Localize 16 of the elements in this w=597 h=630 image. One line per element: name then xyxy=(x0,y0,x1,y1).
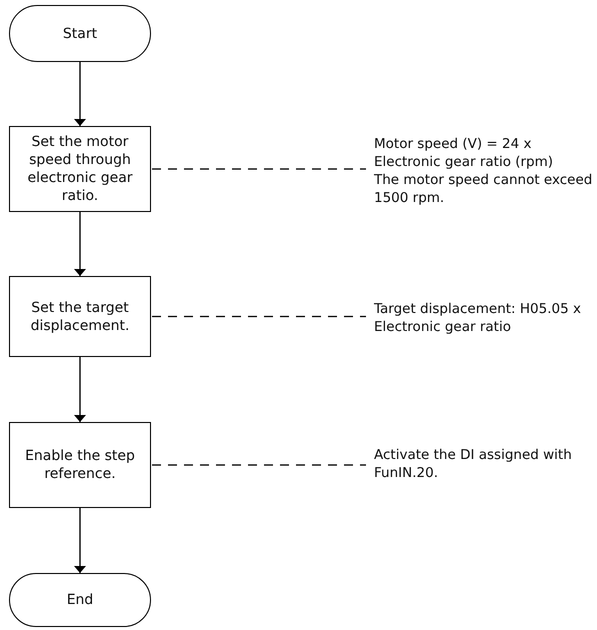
annotation-text: Target displacement: H05.05 x Electronic gear ratio xyxy=(374,300,582,336)
dashed-connector xyxy=(152,316,366,318)
arrow xyxy=(76,62,84,126)
terminal-pill: Start xyxy=(9,5,151,62)
arrow xyxy=(76,508,84,573)
annotation-text: The motor speed cannot exceed 1500 rpm. xyxy=(374,171,594,207)
process-box: Enable the step reference. xyxy=(9,422,151,508)
dashed-connector xyxy=(152,168,366,170)
process-box: Set the motor speed through electronic gear ratio. xyxy=(9,126,151,212)
arrow xyxy=(76,212,84,276)
arrow xyxy=(76,357,84,422)
annotation-text: Motor speed (V) = 24 x Electronic gear ratio (rpm) xyxy=(374,135,554,171)
process-box: Set the target displacement. xyxy=(9,276,151,357)
annotation-text: Activate the DI assigned with FunIN.20. xyxy=(374,446,573,482)
dashed-connector xyxy=(152,464,366,466)
terminal-pill: End xyxy=(9,573,151,627)
